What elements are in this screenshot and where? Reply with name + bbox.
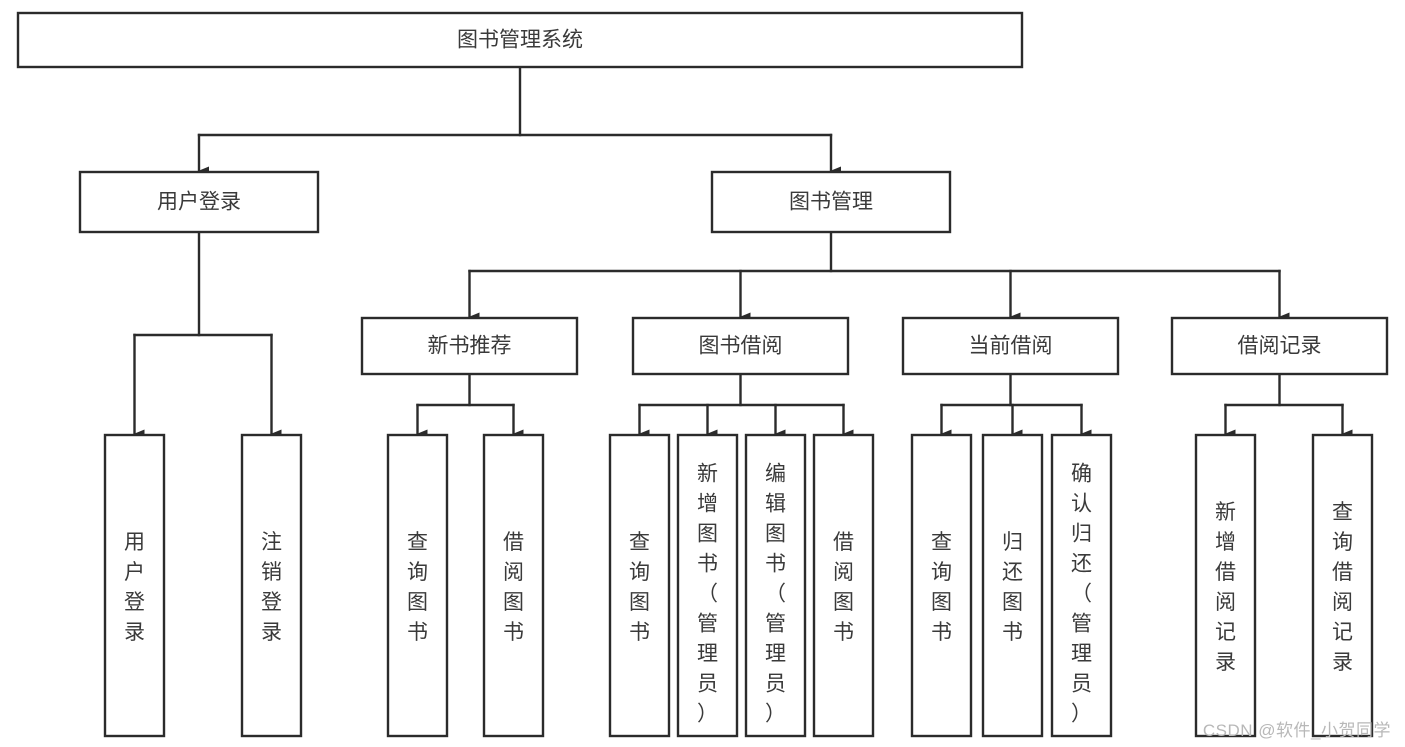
node-leaf-borrow-book-recommend[interactable]: 借阅图书 [482,433,545,738]
node-box-borrow-record [1170,316,1389,376]
node-label-leaf-add-book: 新增图书（管理员） [697,462,718,725]
node-leaf-query-book-borrow[interactable]: 查询图书 [608,433,671,738]
node-box-leaf-borrow-book [812,433,875,738]
node-label-leaf-borrow-book-recommend: 借阅图书 [503,531,524,644]
node-box-leaf-query-borrow-record [1311,433,1374,738]
node-label-leaf-query-book-current: 查询图书 [931,531,952,644]
node-label-leaf-edit-book: 编辑图书（管理员） [765,462,786,725]
node-leaf-user-login[interactable]: 用户登录 [103,433,166,738]
node-label-leaf-query-borrow-record: 查询借阅记录 [1332,501,1353,674]
node-label-book-borrow: 图书借阅 [699,335,783,358]
node-box-root [16,11,1024,69]
node-box-leaf-logout [240,433,303,738]
node-label-leaf-logout: 注销登录 [261,531,282,644]
node-label-new-book-recommend: 新书推荐 [428,335,512,358]
node-leaf-add-borrow-record[interactable]: 新增借阅记录 [1194,433,1257,738]
node-box-book-management [710,170,952,234]
node-box-leaf-return-book [981,433,1044,738]
node-box-leaf-query-book-borrow [608,433,671,738]
node-label-borrow-record: 借阅记录 [1238,335,1322,358]
node-leaf-edit-book[interactable]: 编辑图书（管理员） [744,433,807,738]
node-box-leaf-edit-book [744,433,807,738]
node-label-leaf-query-book-borrow: 查询图书 [629,531,650,644]
node-root[interactable]: 图书管理系统 [16,11,1024,69]
node-label-book-management: 图书管理 [789,191,873,214]
node-leaf-query-book-current[interactable]: 查询图书 [910,433,973,738]
node-label-leaf-borrow-book: 借阅图书 [833,531,854,644]
node-leaf-borrow-book[interactable]: 借阅图书 [812,433,875,738]
node-box-leaf-add-borrow-record [1194,433,1257,738]
node-label-leaf-query-book-recommend: 查询图书 [407,531,428,644]
node-box-new-book-recommend [360,316,579,376]
node-current-borrow[interactable]: 当前借阅 [901,316,1120,376]
node-leaf-add-book[interactable]: 新增图书（管理员） [676,433,739,738]
node-leaf-return-book[interactable]: 归还图书 [981,433,1044,738]
node-label-leaf-return-book: 归还图书 [1002,531,1023,644]
node-box-leaf-confirm-return [1050,433,1113,738]
node-box-leaf-query-book-recommend [386,433,449,738]
node-user-login[interactable]: 用户登录 [78,170,320,234]
node-label-root: 图书管理系统 [457,29,583,52]
node-box-leaf-borrow-book-recommend [482,433,545,738]
node-box-leaf-add-book [676,433,739,738]
node-book-borrow[interactable]: 图书借阅 [631,316,850,376]
node-new-book-recommend[interactable]: 新书推荐 [360,316,579,376]
connector-layer [133,65,1353,439]
node-borrow-record[interactable]: 借阅记录 [1170,316,1389,376]
node-layer: 图书管理系统用户登录图书管理新书推荐图书借阅当前借阅借阅记录用户登录注销登录查询… [16,11,1389,738]
node-box-leaf-user-login [103,433,166,738]
node-box-current-borrow [901,316,1120,376]
node-leaf-query-borrow-record[interactable]: 查询借阅记录 [1311,433,1374,738]
node-box-user-login [78,170,320,234]
node-label-leaf-confirm-return: 确认归还（管理员） [1071,462,1092,725]
node-box-book-borrow [631,316,850,376]
node-label-leaf-add-borrow-record: 新增借阅记录 [1215,501,1236,674]
node-label-current-borrow: 当前借阅 [969,335,1053,358]
node-leaf-confirm-return[interactable]: 确认归还（管理员） [1050,433,1113,738]
node-book-management[interactable]: 图书管理 [710,170,952,234]
node-box-leaf-query-book-current [910,433,973,738]
node-label-user-login: 用户登录 [157,191,241,214]
node-leaf-logout[interactable]: 注销登录 [240,433,303,738]
node-label-leaf-user-login: 用户登录 [124,531,145,644]
node-leaf-query-book-recommend[interactable]: 查询图书 [386,433,449,738]
